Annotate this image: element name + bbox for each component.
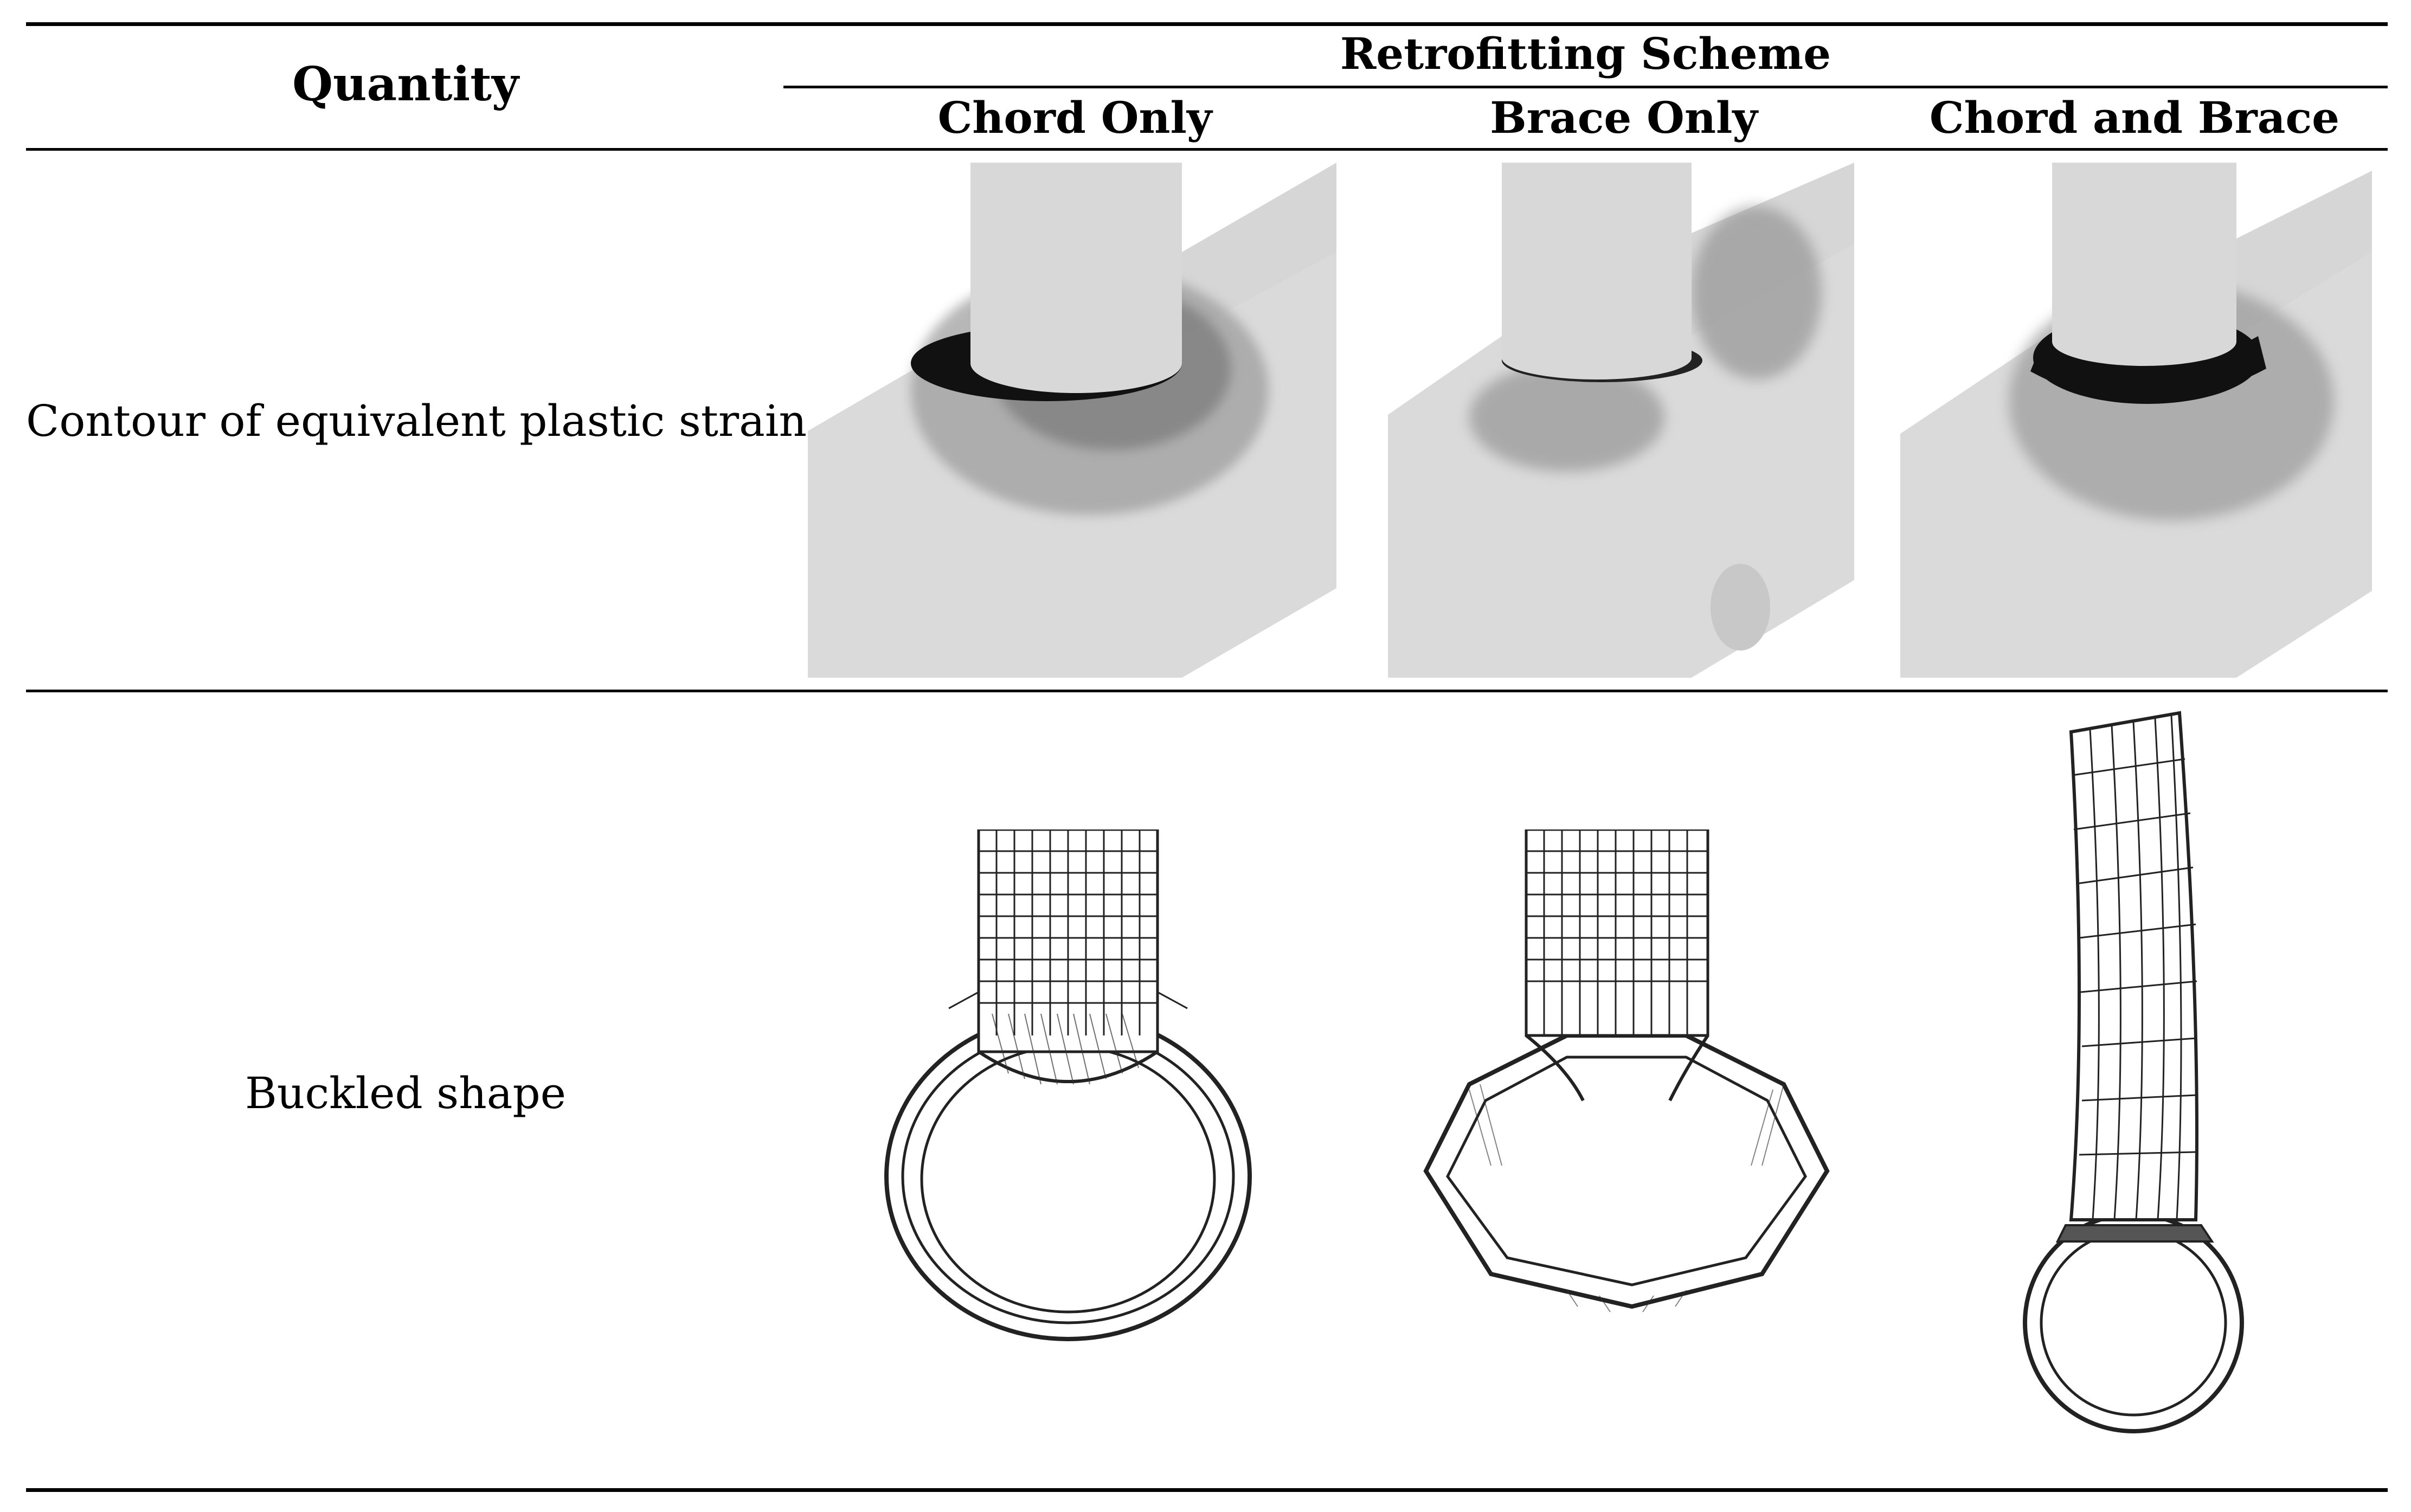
scheme-group-rule <box>783 86 2388 88</box>
retrofitting-scheme-header: Retrofitting Scheme <box>1340 28 1831 79</box>
buckled-chord-and-brace-image <box>2023 711 2244 1433</box>
buckled-brace-only-image <box>1423 829 1830 1312</box>
table-top-rule <box>26 22 2388 26</box>
column-header-brace-only: Brace Only <box>1490 92 1758 143</box>
row-label-buckled: Buckled shape <box>245 1068 566 1118</box>
contour-chord-and-brace-image <box>1900 163 2372 678</box>
row-label-contour: Contour of equivalent plastic strain <box>26 396 807 446</box>
column-header-chord-and-brace: Chord and Brace <box>1929 92 2340 143</box>
table-bottom-rule <box>26 1488 2388 1492</box>
buckled-chord-only-image <box>884 829 1252 1341</box>
table-header-rule <box>26 148 2388 151</box>
column-header-chord-only: Chord Only <box>937 92 1212 143</box>
contour-brace-only-image <box>1388 163 1854 678</box>
quantity-header: Quantity <box>292 57 519 112</box>
row-separator-rule <box>26 690 2388 692</box>
contour-chord-only-image <box>808 163 1336 678</box>
